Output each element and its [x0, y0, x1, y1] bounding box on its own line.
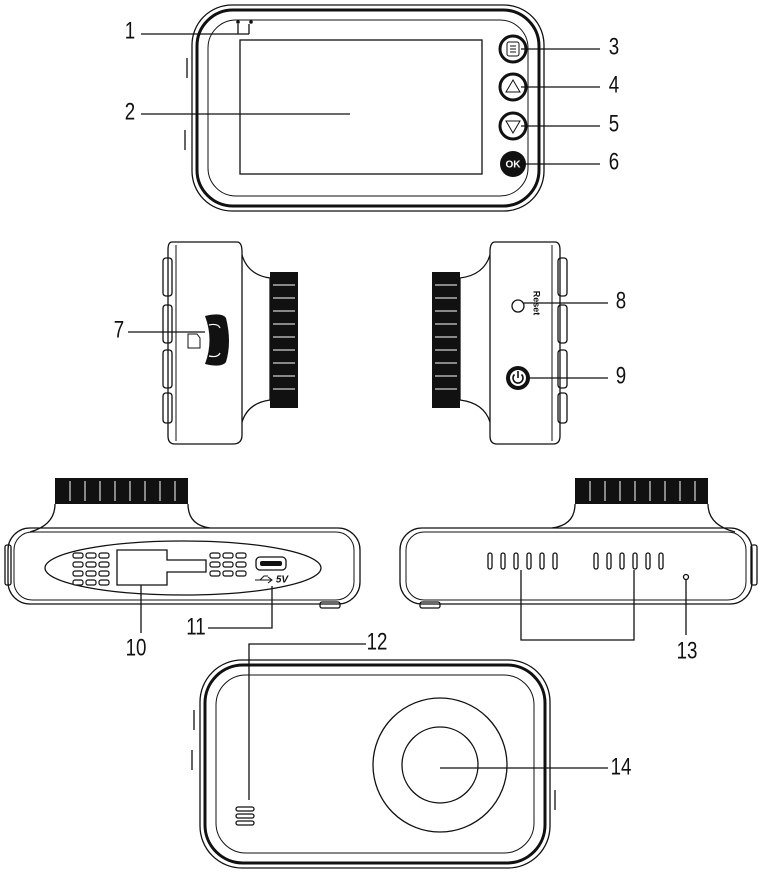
- microphone-hole: [684, 575, 689, 580]
- callout-2: 2: [125, 98, 135, 125]
- top-view: [400, 478, 757, 608]
- vent-slots: [488, 553, 663, 569]
- callout-12: 12: [367, 628, 388, 655]
- callout-3: 3: [609, 33, 619, 60]
- indicator-light: [249, 20, 253, 24]
- sd-card-icon: [188, 334, 200, 348]
- lens-ring: [270, 272, 298, 408]
- callout-5: 5: [609, 110, 619, 137]
- indicator-light: [236, 20, 240, 24]
- callout-6: 6: [609, 148, 619, 175]
- callout-1: 1: [125, 17, 135, 44]
- callout-14: 14: [611, 753, 632, 780]
- front-view: OK: [185, 5, 544, 211]
- ok-label: OK: [506, 160, 522, 171]
- back-view: [192, 660, 555, 868]
- callout-9: 9: [616, 362, 626, 389]
- power-button[interactable]: [506, 366, 530, 390]
- reset-hole[interactable]: [512, 300, 524, 312]
- usb-port[interactable]: 5V: [255, 557, 289, 586]
- callout-10: 10: [126, 634, 147, 661]
- mount-knurl: [55, 478, 188, 504]
- callout-11: 11: [186, 613, 205, 640]
- usb-icon: [255, 576, 272, 583]
- callout-8: 8: [616, 287, 626, 314]
- left-side-view: [163, 242, 298, 444]
- callout-4: 4: [609, 71, 619, 98]
- right-side-view: Reset: [432, 242, 567, 444]
- callout-7: 7: [114, 316, 124, 343]
- power-5v-label: 5V: [276, 575, 290, 586]
- mount-plate: [117, 550, 206, 585]
- mount-knurl: [575, 478, 708, 504]
- callout-13: 13: [677, 637, 698, 664]
- sd-card-slot[interactable]: [188, 314, 229, 365]
- lens-ring: [432, 272, 460, 408]
- bottom-view: 5V: [5, 478, 360, 608]
